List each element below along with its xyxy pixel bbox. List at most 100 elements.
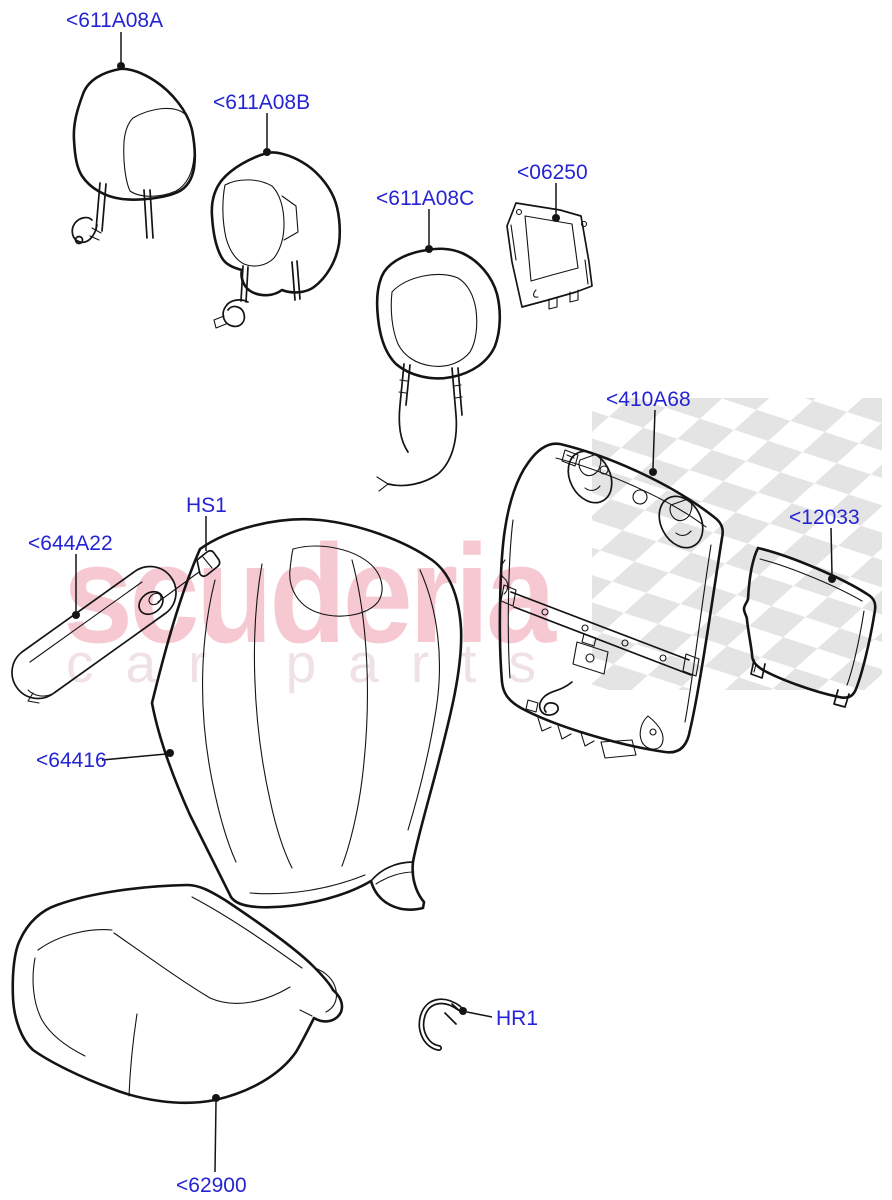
rail-bracket <box>500 584 700 677</box>
part-label-HS1[interactable]: HS1 <box>186 494 227 517</box>
armrest-boss <box>138 590 164 616</box>
frame-hole <box>632 489 648 505</box>
frame-outline <box>498 442 725 754</box>
wiring-coil <box>222 299 249 328</box>
armrest-end-cap <box>27 689 53 704</box>
part-label-410A68[interactable]: <410A68 <box>606 388 691 411</box>
rim-seam <box>191 896 303 969</box>
pillow-seam <box>123 107 195 197</box>
seat-back-frame-drawing <box>498 442 725 759</box>
armrest-seam <box>29 581 143 663</box>
part-label-64416[interactable]: <64416 <box>36 749 107 772</box>
leader-dot <box>263 148 271 156</box>
part-label-12033[interactable]: <12033 <box>789 506 860 529</box>
leader-line <box>830 527 833 576</box>
pillow-outline <box>72 67 197 201</box>
fold-seam <box>281 195 299 241</box>
part-label-HR1[interactable]: HR1 <box>496 1007 538 1030</box>
headrest-pad-seam <box>289 545 383 617</box>
leader-dot <box>649 468 657 476</box>
part-label-611A08C[interactable]: <611A08C <box>376 187 474 210</box>
side-flange <box>500 559 509 595</box>
headrest-leg <box>398 363 411 453</box>
leader-dot <box>425 245 433 253</box>
actuator-hole <box>585 653 595 663</box>
armrest-outline <box>11 565 177 700</box>
corner-fold-inner <box>375 871 415 885</box>
pillow-outline <box>375 247 502 380</box>
panel-inner-edge <box>846 610 865 686</box>
bottom-foot <box>600 739 637 759</box>
frame-inner-edge <box>555 457 707 528</box>
bracket-hole <box>515 208 523 216</box>
armrest-boss-hole <box>148 592 162 606</box>
panel-clip-slot <box>753 663 757 673</box>
seat-cushion-drawing <box>11 883 344 1105</box>
headrest-front-outer-drawing <box>71 67 197 245</box>
ring-core <box>420 1000 461 1050</box>
pillow-outline <box>210 151 342 297</box>
callouts: <611A08A <611A08B <611A08C <06250 <410A6… <box>28 9 860 1197</box>
wiring-connector <box>74 235 84 245</box>
bracket-outline <box>506 202 593 308</box>
leader-dot <box>459 1007 467 1015</box>
seat-back-cover-drawing <box>150 518 463 911</box>
sleeve-cap <box>202 556 213 569</box>
leader-line <box>652 409 656 469</box>
part-label-611A08A[interactable]: <611A08A <box>66 9 163 32</box>
sleeve-link-line <box>157 571 200 603</box>
watermark-tagline: car parts <box>66 632 568 694</box>
headrest-rear-drawing <box>375 247 502 492</box>
part-label-611A08B[interactable]: <611A08B <box>213 91 310 114</box>
rim-seam <box>37 929 113 951</box>
recliner-rail <box>510 591 692 676</box>
rail-rivet <box>581 624 589 632</box>
front-seam <box>32 957 86 1057</box>
leader-dot <box>117 62 125 70</box>
harness-connector <box>525 699 539 713</box>
rail-rivet <box>659 654 667 662</box>
leader-dot <box>212 1094 220 1102</box>
hog-ring-drawing <box>418 998 464 1051</box>
cable-fork <box>376 476 389 492</box>
leg-notches <box>398 379 463 399</box>
corner-bolt <box>561 449 579 467</box>
guide-cutout <box>658 495 704 549</box>
guide-hook <box>578 454 602 491</box>
wiring-harness <box>538 681 573 716</box>
leader-dot <box>828 575 836 583</box>
watermark: scuderia car parts <box>63 398 882 694</box>
rail-rivet <box>621 639 629 647</box>
bracket-clip <box>533 289 539 298</box>
frame-inner-edge <box>507 519 514 679</box>
headrest-leg <box>240 265 249 303</box>
leader-dot <box>72 611 80 619</box>
panel-clip <box>750 659 766 679</box>
front-face-seam <box>222 179 285 267</box>
cushion-outline <box>11 883 344 1105</box>
bolster-knob-seam <box>299 967 338 1017</box>
guide-hook <box>669 499 693 536</box>
part-label-644A22[interactable]: <644A22 <box>28 532 113 555</box>
center-seam <box>341 559 368 867</box>
cover-outline <box>150 518 463 911</box>
front-divider-seam <box>128 1013 138 1097</box>
divider-seam <box>113 932 291 1004</box>
bolster-seam <box>407 569 441 831</box>
panel-clip <box>833 689 850 708</box>
center-seam <box>253 563 293 869</box>
headrest-leg <box>143 189 154 239</box>
bracket-hole <box>580 220 588 228</box>
pillow-seam <box>390 273 478 367</box>
part-label-06250[interactable]: <06250 <box>517 161 588 184</box>
panel-outline <box>742 546 877 700</box>
headrest-guide-trim-drawing <box>506 202 593 310</box>
part-label-62900[interactable]: <62900 <box>176 1174 247 1197</box>
wiring-loop <box>71 216 98 244</box>
leader-line <box>101 753 167 761</box>
wiring-tip <box>89 227 102 241</box>
sleeve-body <box>196 549 221 578</box>
headrest-leg <box>95 182 107 232</box>
bottom-teeth <box>537 717 595 747</box>
